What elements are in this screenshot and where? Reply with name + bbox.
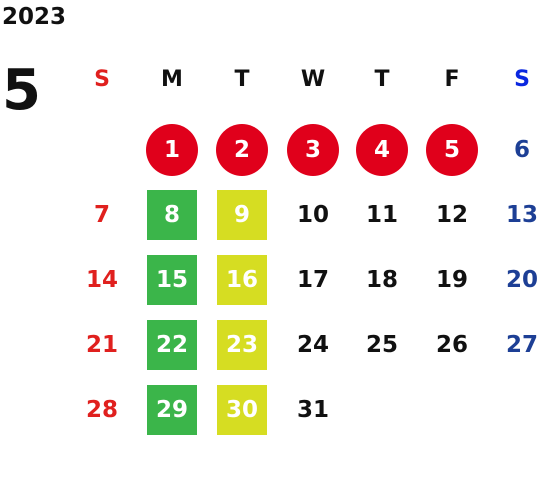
- day-cell-24[interactable]: 24: [278, 320, 348, 370]
- green-square-marker: [147, 190, 197, 240]
- day-number: 10: [296, 201, 329, 228]
- day-number: 27: [505, 331, 538, 358]
- day-number: 9: [233, 201, 250, 228]
- day-cell-29[interactable]: 29: [137, 385, 207, 435]
- day-number: 11: [365, 201, 398, 228]
- weekday-header-fri: F: [444, 67, 460, 92]
- day-number: 31: [296, 396, 329, 423]
- day-number: 5: [443, 136, 460, 163]
- day-cell-9[interactable]: 9: [207, 190, 277, 240]
- green-square-marker: [147, 255, 197, 305]
- day-number: 8: [163, 201, 180, 228]
- day-cell-19[interactable]: 19: [417, 255, 487, 305]
- day-number: 29: [155, 396, 188, 423]
- day-cell-14[interactable]: 14: [67, 255, 137, 305]
- day-number: 16: [225, 266, 258, 293]
- calendar-year: 2023: [2, 4, 67, 30]
- day-number: 19: [435, 266, 468, 293]
- green-square-marker: [147, 385, 197, 435]
- day-cell-30[interactable]: 30: [207, 385, 277, 435]
- day-cell-27[interactable]: 27: [487, 320, 548, 370]
- day-number: 22: [155, 331, 188, 358]
- weekday-header-sat: S: [514, 67, 530, 92]
- day-cell-26[interactable]: 26: [417, 320, 487, 370]
- day-cell-3[interactable]: 3: [278, 124, 348, 176]
- day-cell-11[interactable]: 11: [347, 190, 417, 240]
- holiday-circle-marker: [426, 124, 478, 176]
- day-number: 25: [365, 331, 398, 358]
- day-cell-13[interactable]: 13: [487, 190, 548, 240]
- day-number: 7: [93, 201, 110, 228]
- day-number: 26: [435, 331, 468, 358]
- day-cell-17[interactable]: 17: [278, 255, 348, 305]
- day-number: 28: [85, 396, 118, 423]
- day-cell-15[interactable]: 15: [137, 255, 207, 305]
- holiday-circle-marker: [216, 124, 268, 176]
- day-number: 1: [163, 136, 180, 163]
- day-number: 15: [155, 266, 188, 293]
- day-cell-6[interactable]: 6: [487, 125, 548, 175]
- day-cell-12[interactable]: 12: [417, 190, 487, 240]
- calendar-month: 5: [2, 58, 41, 123]
- day-cell-7[interactable]: 7: [67, 190, 137, 240]
- yellow-square-marker: [217, 255, 267, 305]
- holiday-circle-marker: [356, 124, 408, 176]
- weekday-header-wed: W: [300, 67, 326, 92]
- day-cell-1[interactable]: 1: [137, 124, 207, 176]
- weekday-header-thu: T: [374, 67, 390, 92]
- day-number: 13: [505, 201, 538, 228]
- day-cell-8[interactable]: 8: [137, 190, 207, 240]
- day-number: 17: [296, 266, 329, 293]
- day-cell-5[interactable]: 5: [417, 124, 487, 176]
- day-number: 14: [85, 266, 118, 293]
- yellow-square-marker: [217, 320, 267, 370]
- day-cell-18[interactable]: 18: [347, 255, 417, 305]
- holiday-circle-marker: [287, 124, 339, 176]
- day-cell-28[interactable]: 28: [67, 385, 137, 435]
- day-cell-23[interactable]: 23: [207, 320, 277, 370]
- day-number: 21: [85, 331, 118, 358]
- yellow-square-marker: [217, 190, 267, 240]
- day-cell-16[interactable]: 16: [207, 255, 277, 305]
- day-number: 30: [225, 396, 258, 423]
- day-cell-21[interactable]: 21: [67, 320, 137, 370]
- day-cell-22[interactable]: 22: [137, 320, 207, 370]
- weekday-header-mon: M: [161, 67, 183, 92]
- green-square-marker: [147, 320, 197, 370]
- weekday-header-tue: T: [234, 67, 250, 92]
- weekday-header-sun: S: [94, 67, 110, 92]
- day-cell-20[interactable]: 20: [487, 255, 548, 305]
- day-number: 4: [373, 136, 390, 163]
- day-number: 3: [304, 136, 321, 163]
- day-number: 18: [365, 266, 398, 293]
- day-number: 24: [296, 331, 329, 358]
- day-cell-10[interactable]: 10: [278, 190, 348, 240]
- day-number: 2: [233, 136, 250, 163]
- holiday-circle-marker: [146, 124, 198, 176]
- day-cell-2[interactable]: 2: [207, 124, 277, 176]
- day-number: 12: [435, 201, 468, 228]
- day-number: 6: [513, 136, 530, 163]
- yellow-square-marker: [217, 385, 267, 435]
- day-cell-4[interactable]: 4: [347, 124, 417, 176]
- day-cell-25[interactable]: 25: [347, 320, 417, 370]
- day-number: 23: [225, 331, 258, 358]
- day-number: 20: [505, 266, 538, 293]
- day-cell-31[interactable]: 31: [278, 385, 348, 435]
